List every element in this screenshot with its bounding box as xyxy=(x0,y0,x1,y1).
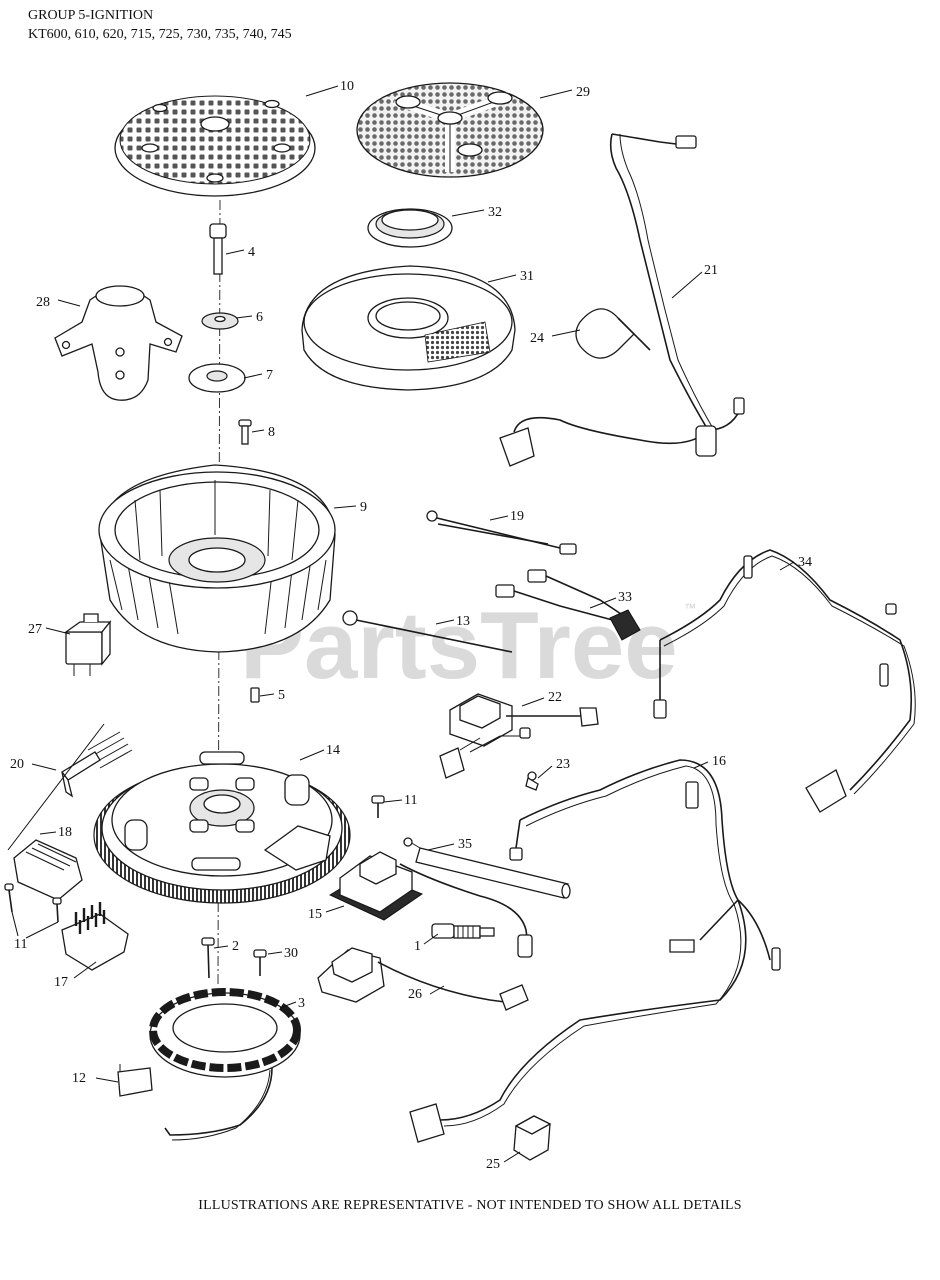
callout-23: 23 xyxy=(556,757,570,772)
callout-1: 1 xyxy=(414,939,421,954)
part-28-mounting-bracket xyxy=(54,285,183,401)
part-34-wiring-harness xyxy=(653,549,916,813)
part-1-spark-plug xyxy=(431,923,495,939)
callout-6: 6 xyxy=(256,310,263,325)
part-18-rectifier xyxy=(13,839,83,901)
disclaimer-footer: ILLUSTRATIONS ARE REPRESENTATIVE - NOT I… xyxy=(198,1198,742,1213)
part-5-flywheel-key xyxy=(250,687,260,703)
part-15-ignition-module xyxy=(328,851,533,958)
bracket-guide-line xyxy=(7,723,105,851)
part-19-ground-wire xyxy=(426,510,577,555)
model-list: KT600, 610, 620, 715, 725, 730, 735, 740… xyxy=(28,27,292,42)
callout-22: 22 xyxy=(548,690,562,705)
callout-4: 4 xyxy=(248,245,255,260)
part-26-ignition-coil xyxy=(317,947,529,1011)
part-7-plate xyxy=(188,363,246,393)
callout-12: 12 xyxy=(72,1071,86,1086)
callout-5: 5 xyxy=(278,688,285,703)
leader-lines xyxy=(11,85,795,1163)
part-6-washer xyxy=(201,312,239,330)
callout-labels: 10 29 32 31 4 28 6 7 8 9 21 24 19 33 13 … xyxy=(10,79,812,1172)
part-33-harness xyxy=(495,569,641,641)
part-23-terminal xyxy=(525,771,539,791)
part-10-debris-screen xyxy=(114,95,316,197)
callout-31: 31 xyxy=(520,269,534,284)
callout-15: 15 xyxy=(308,907,322,922)
callout-28: 28 xyxy=(36,295,50,310)
callout-3: 3 xyxy=(298,996,305,1011)
callout-29: 29 xyxy=(576,85,590,100)
callout-26: 26 xyxy=(408,987,422,1002)
part-29-rotating-screen xyxy=(356,82,544,178)
part-24-cable-tie xyxy=(575,308,651,359)
part-11-screw-right xyxy=(371,795,385,818)
part-2-stator-bolt xyxy=(201,937,215,979)
callout-2: 2 xyxy=(232,939,239,954)
part-22-coil-pack xyxy=(439,693,599,779)
callout-8: 8 xyxy=(268,425,275,440)
callout-18: 18 xyxy=(58,825,72,840)
callout-25: 25 xyxy=(486,1157,500,1172)
callout-34: 34 xyxy=(798,555,812,570)
callout-11-right: 11 xyxy=(404,793,417,808)
part-3-stator xyxy=(149,988,301,1141)
part-4-flywheel-bolt xyxy=(209,223,227,275)
part-13-wire xyxy=(342,610,513,653)
callout-20: 20 xyxy=(10,757,24,772)
callout-27: 27 xyxy=(28,622,42,637)
callout-11-left: 11 xyxy=(14,937,27,952)
part-35-sleeve xyxy=(403,837,571,899)
part-11-screws-left xyxy=(4,883,62,923)
callout-17: 17 xyxy=(54,975,68,990)
callout-7: 7 xyxy=(266,368,273,383)
callout-21: 21 xyxy=(704,263,718,278)
callout-13: 13 xyxy=(456,614,470,629)
part-17-terminal-block xyxy=(61,902,129,971)
group-title: GROUP 5-IGNITION xyxy=(28,8,154,23)
part-20-connector xyxy=(61,731,133,798)
watermark-trademark: ™ xyxy=(684,601,696,615)
callout-32: 32 xyxy=(488,205,502,220)
part-12-clip xyxy=(117,1064,153,1097)
callout-24: 24 xyxy=(530,331,544,346)
part-16-main-harness xyxy=(409,759,781,1143)
callout-10: 10 xyxy=(340,79,354,94)
part-9-flywheel xyxy=(98,464,336,653)
part-31-cover xyxy=(301,265,516,391)
callout-9: 9 xyxy=(360,500,367,515)
part-32-seal xyxy=(367,208,453,248)
diagram-header: GROUP 5-IGNITION KT600, 610, 620, 715, 7… xyxy=(28,6,292,44)
part-30-bolt xyxy=(253,949,267,976)
part-25-relay xyxy=(513,1115,552,1161)
part-14-ring-gear xyxy=(93,751,351,904)
callout-30: 30 xyxy=(284,946,298,961)
callout-14: 14 xyxy=(326,743,340,758)
callout-33: 33 xyxy=(618,590,632,605)
part-27-relay xyxy=(63,613,112,676)
callout-35: 35 xyxy=(458,837,472,852)
callout-16: 16 xyxy=(712,754,726,769)
part-21-wiring-harness xyxy=(499,133,745,467)
callout-19: 19 xyxy=(510,509,524,524)
part-8-pin xyxy=(238,419,252,445)
